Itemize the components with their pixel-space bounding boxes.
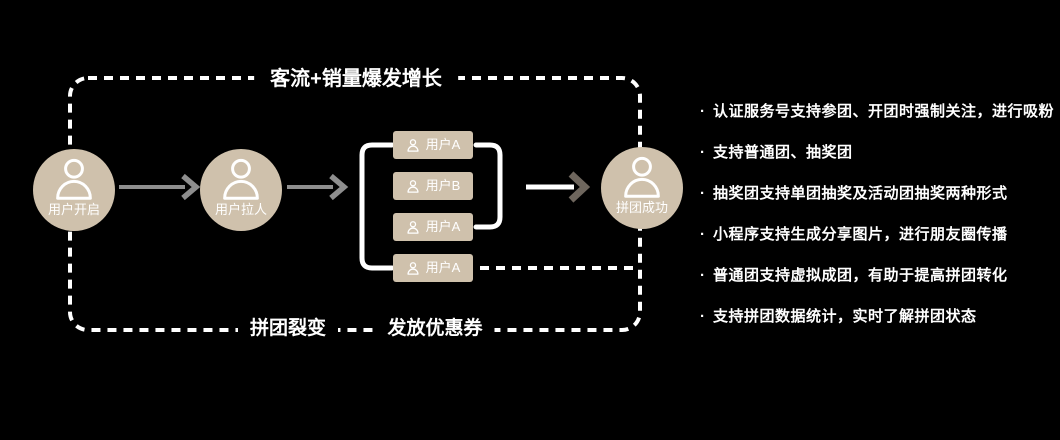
node-user-invite: 用户拉人 [200, 149, 282, 231]
user-icon [407, 138, 419, 152]
node-user-open: 用户开启 [33, 149, 115, 231]
bullet-dot: · [700, 144, 706, 161]
flow-label-growth: 客流+销量爆发增长 [254, 66, 458, 92]
arrow-group-to-success [526, 171, 591, 203]
member-label: 用户A [425, 260, 461, 275]
arrow-open-to-invite [119, 173, 201, 201]
feature-item: · 小程序支持生成分享图片，进行朋友圈传播 [700, 227, 1054, 243]
feature-item: · 认证服务号支持参团、开团时强制关注，进行吸粉 [700, 104, 1054, 120]
node-label: 用户拉人 [214, 202, 267, 217]
bullet-dot: · [700, 226, 706, 243]
user-icon [223, 158, 259, 200]
member-box-2: 用户B [393, 172, 473, 200]
bullet-dot: · [700, 185, 706, 202]
user-icon [407, 261, 419, 275]
bullet-dot: · [700, 103, 706, 120]
arrow-invite-to-group [287, 173, 349, 201]
feature-text: 抽奖团支持单团抽奖及活动团抽奖两种形式 [713, 185, 1008, 202]
node-label: 拼团成功 [615, 200, 668, 215]
feature-item: · 抽奖团支持单团抽奖及活动团抽奖两种形式 [700, 186, 1054, 202]
feature-text: 认证服务号支持参团、开团时强制关注，进行吸粉 [713, 103, 1055, 120]
member-box-1: 用户A [393, 131, 473, 159]
feature-item: · 普通团支持虚拟成团，有助于提高拼团转化 [700, 268, 1054, 284]
node-label: 用户开启 [47, 202, 100, 217]
node-group-success: 拼团成功 [601, 147, 683, 229]
feature-item: · 支持普通团、抽奖团 [700, 145, 1054, 161]
feature-list: · 认证服务号支持参团、开团时强制关注，进行吸粉 · 支持普通团、抽奖团 · 抽… [700, 104, 1054, 350]
user-icon [407, 179, 419, 193]
feature-item: · 支持拼团数据统计，实时了解拼团状态 [700, 309, 1054, 325]
bullet-dot: · [700, 267, 706, 284]
feature-text: 普通团支持虚拟成团，有助于提高拼团转化 [713, 267, 1008, 284]
bullet-dot: · [700, 308, 706, 325]
flow-label-fission: 拼团裂变 [237, 316, 339, 342]
user-icon [56, 158, 92, 200]
dashed-cycle-border [68, 76, 642, 332]
feature-text: 支持普通团、抽奖团 [713, 144, 853, 161]
member-box-3: 用户A [393, 213, 473, 241]
user-icon [407, 220, 419, 234]
member-label: 用户B [425, 178, 461, 193]
left-bracket [359, 142, 395, 271]
member-label: 用户A [425, 137, 461, 152]
right-bracket [473, 142, 503, 230]
member-box-4: 用户A [393, 254, 473, 282]
user-icon [624, 156, 660, 198]
feature-text: 小程序支持生成分享图片，进行朋友圈传播 [713, 226, 1008, 243]
flow-label-coupon: 发放优惠券 [375, 316, 495, 342]
feature-text: 支持拼团数据统计，实时了解拼团状态 [713, 308, 977, 325]
member-label: 用户A [425, 219, 461, 234]
